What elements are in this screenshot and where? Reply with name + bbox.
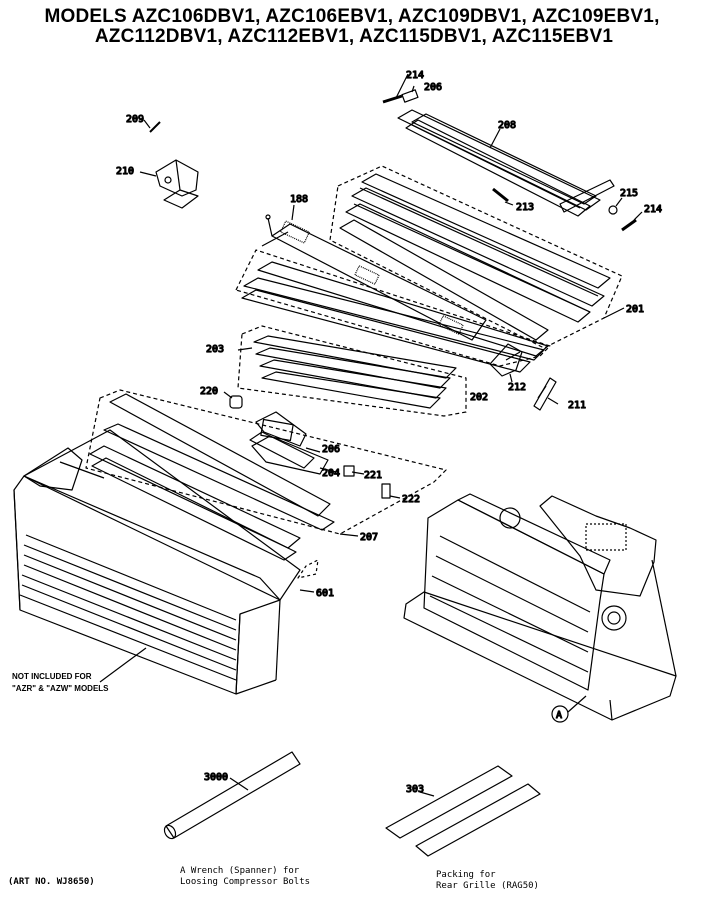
models-title-line-1: MODELS AZC106DBV1, AZC106EBV1, AZC109DBV… bbox=[44, 6, 660, 27]
label-209: 209 bbox=[126, 114, 144, 125]
label-188: 188 bbox=[290, 194, 308, 205]
part-201-dashed-group bbox=[329, 165, 625, 349]
label-206-top: 206 bbox=[424, 82, 442, 93]
label-221: 221 bbox=[364, 470, 382, 481]
label-206-center: 206 bbox=[322, 444, 340, 455]
art-number-caption: (ART NO. WJ8650) bbox=[8, 877, 95, 887]
label-211: 211 bbox=[568, 400, 586, 411]
label-208: 208 bbox=[498, 120, 516, 131]
label-220: 220 bbox=[200, 386, 218, 397]
label-222: 222 bbox=[402, 494, 420, 505]
part-220-knob bbox=[223, 391, 243, 409]
part-204-base bbox=[251, 435, 337, 475]
part-207-group bbox=[85, 389, 447, 561]
label-214-right: 214 bbox=[644, 204, 662, 215]
label-601: 601 bbox=[316, 588, 334, 599]
note-not-included-line-1: NOT INCLUDED FOR bbox=[12, 672, 92, 681]
label-202: 202 bbox=[470, 392, 488, 403]
label-210: 210 bbox=[116, 166, 134, 177]
models-title-line-2: AZC112DBV1, AZC112EBV1, AZC115DBV1, AZC1… bbox=[94, 26, 614, 47]
part-211-bracket bbox=[533, 377, 559, 411]
part-213-screw bbox=[492, 187, 514, 206]
part-206-clip-top bbox=[401, 85, 419, 103]
part-212-bracket bbox=[489, 343, 523, 383]
label-201: 201 bbox=[626, 304, 644, 315]
wrench-caption-line-2: Loosing Compressor Bolts bbox=[180, 877, 311, 887]
part-206-control-box bbox=[249, 411, 321, 469]
part-203-group bbox=[237, 325, 467, 417]
part-a-chassis bbox=[403, 493, 677, 723]
part-215-nut bbox=[608, 197, 623, 215]
part-222-clip bbox=[381, 483, 401, 499]
label-303: 303 bbox=[406, 784, 424, 795]
part-303-packing bbox=[385, 765, 541, 857]
packing-caption-line-1: Packing for bbox=[436, 870, 496, 880]
part-210-bracket bbox=[139, 159, 199, 209]
label-a: A bbox=[556, 710, 562, 721]
part-214-screw-right bbox=[621, 211, 643, 232]
part-208-top-rails bbox=[397, 109, 615, 217]
label-214-top: 214 bbox=[406, 70, 424, 81]
part-221-clip bbox=[343, 465, 365, 477]
label-213: 213 bbox=[516, 202, 534, 213]
label-215: 215 bbox=[620, 188, 638, 199]
label-212: 212 bbox=[508, 382, 526, 393]
part-214-screw-top bbox=[382, 73, 409, 104]
packing-caption-line-2: Rear Grille (RAG50) bbox=[436, 881, 539, 891]
label-204: 204 bbox=[322, 468, 340, 479]
part-202-trim-group bbox=[235, 249, 551, 373]
note-not-included-line-2: "AZR" & "AZW" MODELS bbox=[12, 684, 109, 693]
label-207: 207 bbox=[360, 532, 378, 543]
part-209-pin bbox=[143, 119, 161, 133]
label-3000: 3000 bbox=[204, 772, 228, 783]
part-601-front-grille bbox=[13, 429, 319, 695]
wrench-caption-line-1: A Wrench (Spanner) for bbox=[180, 866, 300, 876]
part-3000-wrench bbox=[163, 751, 301, 840]
label-203: 203 bbox=[206, 344, 224, 355]
